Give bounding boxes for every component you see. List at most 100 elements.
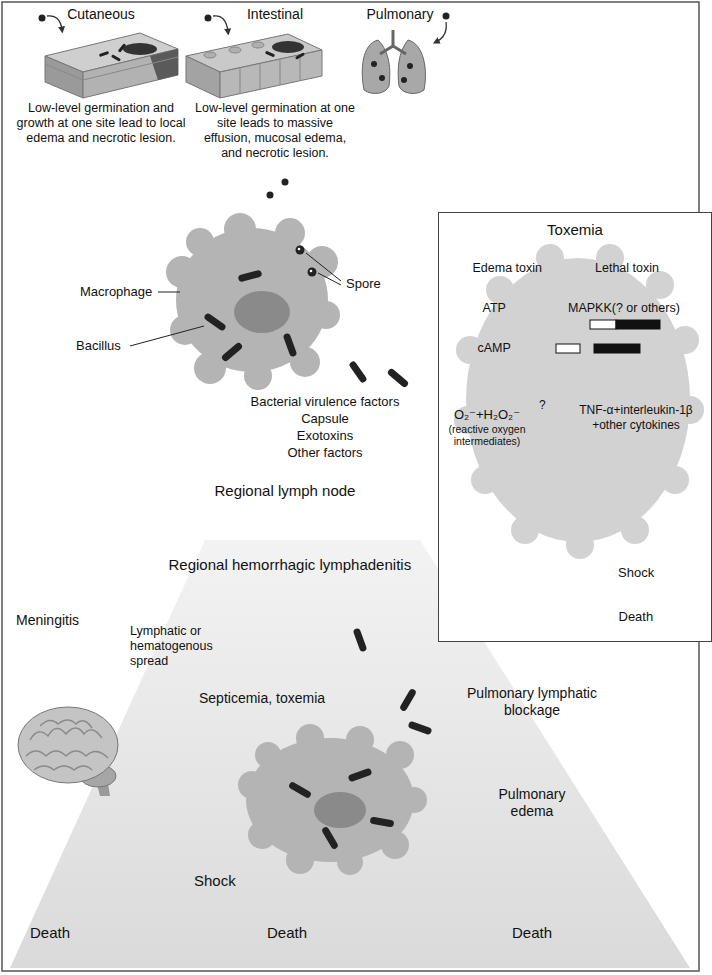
node-text: Low-level germination at one site leads … (192, 101, 358, 161)
spore-entry (47, 16, 62, 30)
node-text: Death (267, 924, 307, 942)
node-text: Other factors (233, 444, 417, 461)
intestine-block (240, 55, 300, 94)
macrophage-region: Macrophage (80, 212, 335, 392)
node-text: Death (512, 924, 552, 942)
node-text: Capsule (233, 410, 417, 427)
macrophage-cell (248, 821, 276, 849)
macrophage-cell (386, 741, 414, 769)
lung-drawing (401, 77, 407, 83)
bacillus-rods (370, 816, 395, 827)
node-text: Death (30, 924, 70, 942)
spore-entry (205, 15, 212, 22)
node-text: Edema toxin (473, 261, 542, 276)
floating-spores (267, 179, 289, 199)
flow-step: Shock (194, 872, 236, 890)
node-text: ATP (483, 301, 506, 316)
skin-block (150, 49, 178, 80)
brain-drawing (18, 707, 118, 783)
bacillus-rods (348, 360, 367, 384)
toxemia-macrophage (486, 276, 514, 304)
toxemia-macrophage (671, 326, 699, 354)
macrophage-cell (166, 256, 198, 288)
macrophage-cell (255, 742, 281, 768)
spores-in-cell (296, 246, 305, 255)
intestine-block (272, 41, 304, 53)
node-text: TNF-α+interleukin-1β +other cytokines (563, 403, 709, 433)
node-text: Pulmonary edema (492, 786, 572, 820)
flow-step: Regional lymph node (215, 482, 356, 500)
toxemia-macrophage (621, 516, 649, 544)
macrophage-cell (186, 228, 214, 256)
bacillus-rods (321, 826, 339, 850)
macrophage-cell (246, 738, 414, 862)
virulence-list: Bacterial virulence factorsCapsuleExotox… (233, 393, 417, 461)
mapkk-bars (616, 320, 660, 329)
node-text: Bacterial virulence factors (233, 393, 417, 410)
flow-step: Shock (618, 565, 654, 581)
flow-step: Lethal toxin (595, 261, 659, 276)
macrophage-cell (166, 213, 340, 390)
intestine-block (265, 51, 275, 58)
spores-in-cell (298, 248, 301, 251)
flow-step: Edema toxin (473, 261, 542, 276)
leader-lines (130, 326, 204, 346)
node-text: Pulmonary lymphatic blockage (465, 685, 600, 719)
lung-drawing (362, 40, 390, 93)
spore-entry (39, 15, 46, 22)
skin-block (83, 49, 178, 98)
lung-drawing (407, 63, 413, 69)
skin-block (118, 43, 127, 53)
node-text: Cutaneous (10, 6, 192, 23)
bacillus-rods (408, 721, 433, 736)
intestine-block (186, 34, 322, 98)
toxemia-macrophage (466, 258, 690, 542)
skin-block (111, 54, 121, 62)
leader-lines (130, 253, 341, 346)
macrophage-cell (401, 787, 427, 813)
node-text: Septicemia, toxemia (199, 690, 325, 707)
lung-drawing (379, 75, 385, 81)
node-text: Exotoxins (233, 427, 417, 444)
flow-step: Meningitis (16, 612, 79, 629)
macrophage-cell (238, 771, 266, 799)
node-text: Shock (618, 565, 654, 581)
macrophage-cell (234, 291, 290, 333)
bacillus-rods (353, 628, 368, 653)
brain-drawing (26, 720, 108, 770)
node-text: Intestinal (192, 6, 358, 23)
flow-step: Pulmonary edema (492, 786, 572, 820)
infection-route: Pulmonary (360, 6, 440, 98)
edge-label: ? (539, 398, 546, 412)
flow-step: cAMP (478, 341, 511, 356)
node-text: MAPKK(? or others) (568, 301, 680, 316)
skin-block (45, 33, 178, 98)
part-label: Bacillus (76, 338, 121, 354)
macrophage-cell (224, 213, 256, 245)
macrophage-cell (381, 831, 409, 859)
node-text: Death (619, 609, 654, 625)
floating-spores (267, 192, 274, 199)
flow-step: O₂⁻+H₂O₂⁻(reactive oxygen intermediates) (443, 407, 531, 447)
bacillus-rods (203, 312, 227, 331)
node-text: Regional lymph node (215, 482, 356, 500)
bacillus-rods (348, 768, 373, 783)
part-label: Spore (346, 276, 381, 292)
panel-ground (438, 212, 712, 642)
skin-block (99, 51, 109, 57)
spore-entry (213, 16, 228, 32)
lung-drawing (398, 40, 425, 93)
macrophage-cell (296, 724, 324, 752)
mapkk-bars (590, 320, 616, 329)
intestine-block (295, 52, 305, 60)
toxemia-panel: ToxemiaEdema toxinLethal toxinATPMAPKK(?… (438, 212, 712, 642)
macrophage-cell (244, 362, 272, 390)
lung-drawing (371, 61, 377, 67)
node-text: Lethal toxin (595, 261, 659, 276)
brain-drawing (18, 707, 118, 796)
spores-in-cell (310, 270, 313, 273)
flow-step: Pulmonary lymphatic blockage (465, 685, 600, 719)
intestine-block (204, 52, 216, 58)
lung-drawing (362, 30, 425, 93)
bacillus-rods (238, 270, 263, 283)
